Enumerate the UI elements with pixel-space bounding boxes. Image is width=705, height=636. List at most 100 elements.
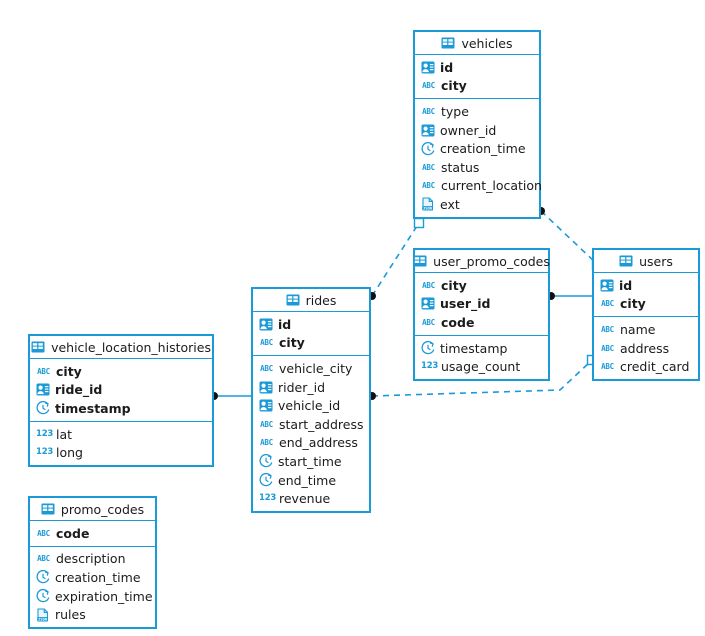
table-header-vehicle_location_histories[interactable]: vehicle_location_histories bbox=[30, 336, 212, 359]
key-id-icon bbox=[421, 124, 435, 137]
column-row-expiration_time[interactable]: expiration_time bbox=[30, 587, 155, 606]
column-name: ride_id bbox=[55, 382, 103, 398]
column-name: usage_count bbox=[441, 359, 521, 375]
abc-icon: ABC bbox=[422, 317, 435, 327]
column-row-rider_id[interactable]: rider_id bbox=[253, 378, 369, 397]
column-row-id[interactable]: id bbox=[253, 315, 369, 334]
relationship-line bbox=[371, 225, 418, 297]
table-title: vehicle_location_histories bbox=[51, 339, 211, 355]
column-name: expiration_time bbox=[55, 588, 153, 604]
column-row-id[interactable]: id bbox=[594, 276, 698, 295]
column-name: city bbox=[441, 78, 467, 94]
column-name: rules bbox=[55, 607, 86, 623]
column-row-vehicle_id[interactable]: vehicle_id bbox=[253, 396, 369, 415]
column-row-end_time[interactable]: end_time bbox=[253, 471, 369, 490]
clock-icon bbox=[36, 401, 50, 415]
key-id-icon bbox=[259, 318, 273, 331]
relationship-vehicle-location-histories-to-rides[interactable] bbox=[210, 392, 251, 400]
column-row-status[interactable]: ABC status bbox=[415, 158, 539, 177]
abc-icon: ABC bbox=[260, 419, 273, 429]
abc-icon: ABC bbox=[601, 362, 614, 372]
abc-icon: ABC bbox=[422, 181, 435, 191]
column-row-creation_time[interactable]: creation_time bbox=[30, 568, 155, 587]
column-row-city[interactable]: ABC city bbox=[415, 77, 539, 96]
column-name: creation_time bbox=[440, 141, 526, 157]
column-name: vehicle_id bbox=[278, 398, 341, 414]
column-name: name bbox=[620, 321, 656, 337]
table-icon bbox=[41, 503, 55, 515]
column-name: long bbox=[56, 445, 83, 461]
table-header-user_promo_codes[interactable]: user_promo_codes bbox=[413, 250, 550, 273]
abc-icon: ABC bbox=[260, 338, 273, 348]
column-name: id bbox=[440, 59, 454, 75]
clock-icon bbox=[421, 141, 435, 156]
column-row-timestamp[interactable]: timestamp bbox=[415, 339, 548, 358]
column-name: timestamp bbox=[440, 340, 508, 356]
column-name: start_time bbox=[278, 453, 342, 469]
column-row-name[interactable]: ABC name bbox=[594, 320, 698, 339]
column-row-start_time[interactable]: start_time bbox=[253, 452, 369, 471]
column-row-ride_id[interactable]: ride_id bbox=[30, 381, 212, 400]
column-name: credit_card bbox=[620, 359, 690, 375]
column-name: lat bbox=[56, 426, 73, 442]
column-name: current_location bbox=[441, 178, 542, 194]
table-icon bbox=[413, 255, 427, 267]
abc-icon: ABC bbox=[422, 162, 435, 172]
relationship-user-promo-codes-to-users[interactable] bbox=[547, 292, 592, 300]
column-row-user_id[interactable]: user_id bbox=[415, 295, 548, 314]
column-row-current_location[interactable]: ABC current_location bbox=[415, 177, 542, 196]
column-name: vehicle_city bbox=[279, 360, 353, 376]
column-row-id[interactable]: id bbox=[415, 58, 539, 77]
table-header-promo_codes[interactable]: promo_codes bbox=[30, 498, 155, 521]
column-name: id bbox=[278, 316, 292, 332]
clock-icon bbox=[259, 473, 273, 487]
column-name: status bbox=[441, 159, 480, 175]
table-header-rides[interactable]: rides bbox=[253, 289, 369, 312]
abc-icon: ABC bbox=[601, 324, 614, 334]
column-name: description bbox=[56, 551, 126, 567]
column-row-owner_id[interactable]: owner_id bbox=[415, 121, 539, 140]
table-header-vehicles[interactable]: vehicles bbox=[415, 32, 539, 55]
abc-icon: ABC bbox=[422, 81, 435, 91]
column-row-start_address[interactable]: ABC start_address bbox=[253, 415, 369, 434]
clock-icon bbox=[36, 589, 50, 603]
column-row-credit_card[interactable]: ABC credit_card bbox=[594, 357, 698, 376]
key-id-icon bbox=[259, 381, 273, 394]
column-row-creation_time[interactable]: creation_time bbox=[415, 139, 539, 158]
123-icon: 123 bbox=[259, 493, 277, 504]
one-end-marker bbox=[413, 217, 425, 229]
column-name: city bbox=[56, 363, 82, 379]
table-header-users[interactable]: users bbox=[594, 250, 698, 273]
column-name: creation_time bbox=[55, 569, 141, 585]
abc-icon: ABC bbox=[601, 343, 614, 353]
abc-icon: ABC bbox=[422, 106, 435, 116]
column-row-timestamp[interactable]: timestamp bbox=[30, 399, 212, 418]
column-name: start_address bbox=[279, 416, 364, 432]
